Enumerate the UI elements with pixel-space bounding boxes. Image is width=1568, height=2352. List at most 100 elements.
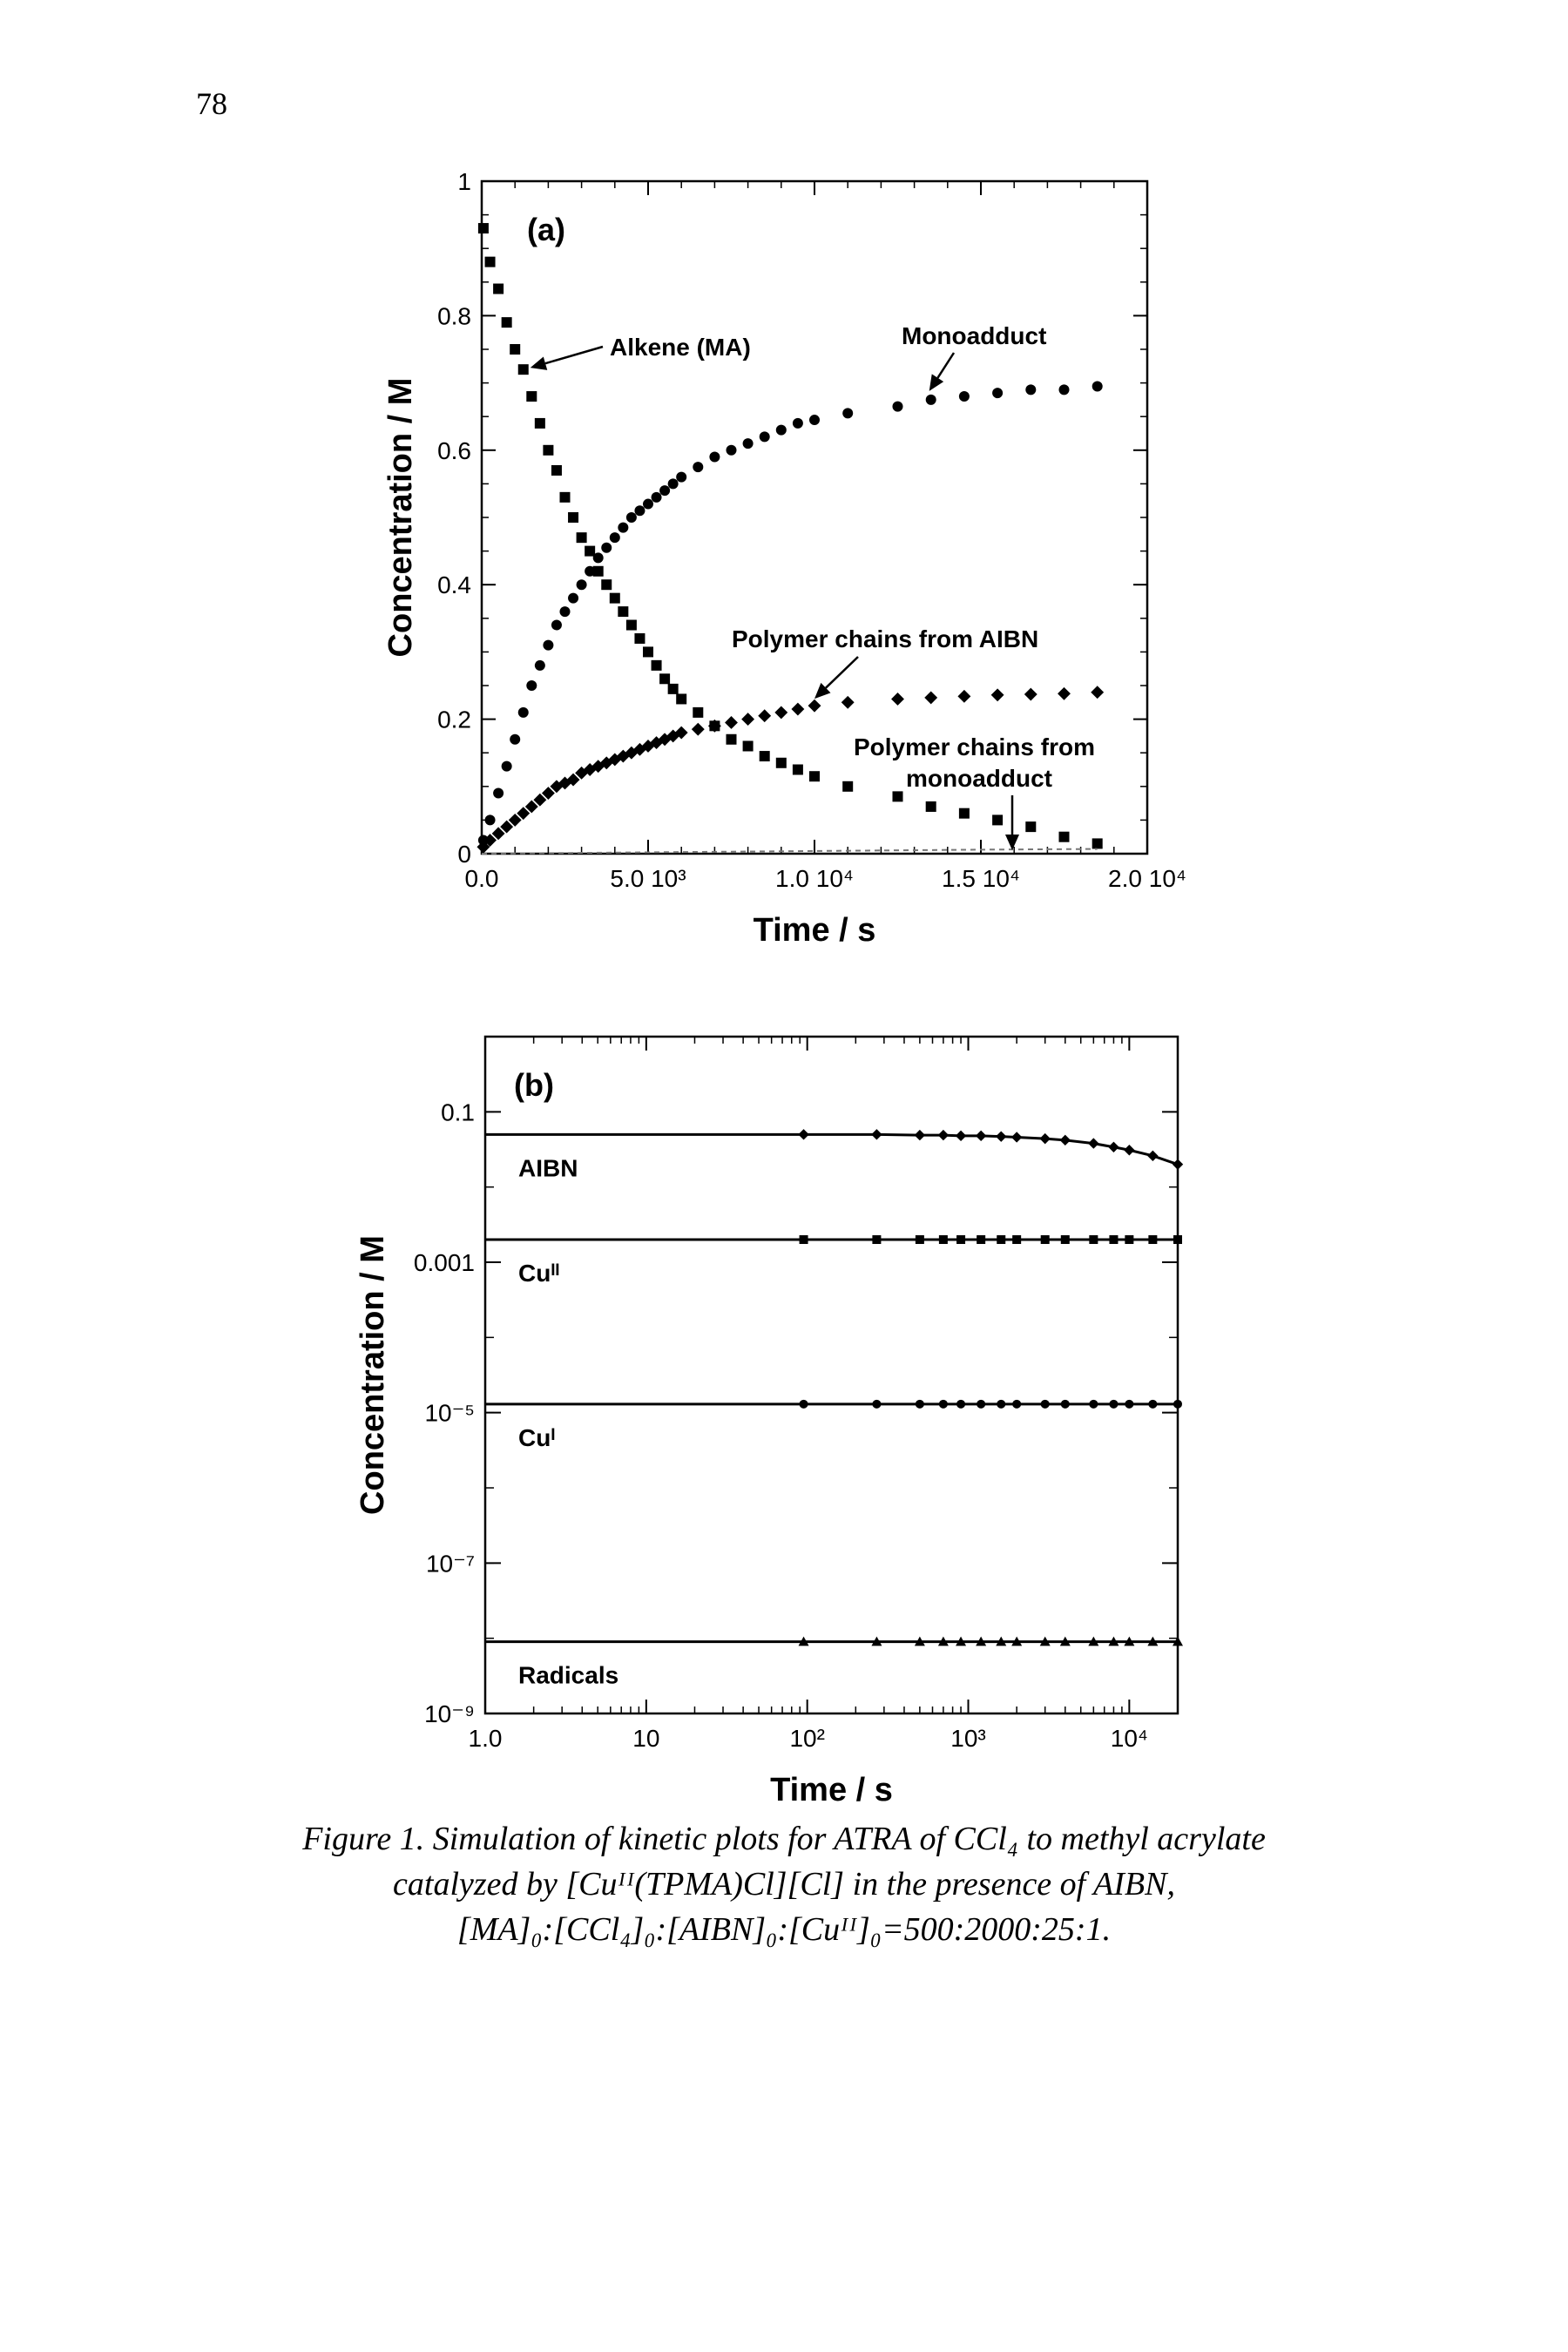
chart-a-point-circle — [576, 579, 587, 591]
chart-a-point-circle — [592, 552, 604, 564]
chart-b-point-diamond — [871, 1129, 882, 1140]
chart-b-point-circle — [997, 1399, 1006, 1409]
chart-a-arrow-alkene — [530, 345, 604, 370]
chart-a-point-circle — [659, 485, 671, 497]
chart-a-point-square — [651, 659, 662, 671]
chart-a-point-square — [1025, 821, 1037, 833]
chart-a-point-diamond — [758, 709, 772, 723]
chart-a-point-diamond — [550, 780, 564, 794]
chart-a-point-square — [958, 808, 970, 819]
chart-b-point-square — [1173, 1235, 1182, 1245]
caption-line-3: [MA]₀:[CCl₄]₀:[AIBN]₀:[Cuᴵᴵ]₀=500:2000:2… — [456, 1911, 1112, 1948]
chart-a-series-polymer-monoadduct-line — [481, 848, 1098, 855]
chart-a-point-square — [809, 771, 820, 782]
chart-a-annotation-polymer-mono-1: Polymer chains from — [854, 733, 1095, 760]
chart-b-series-label-triangle: Radicals — [518, 1662, 618, 1689]
chart-a-y-tick-label: 0.2 — [437, 706, 471, 733]
chart-b-point-triangle — [976, 1636, 987, 1646]
chart-b-point-triangle — [1088, 1636, 1099, 1646]
chart-b-point-circle — [1089, 1399, 1098, 1409]
chart-a-arrow-polymer-mono — [1005, 795, 1019, 850]
chart-b-point-square — [1089, 1235, 1098, 1245]
chart-a-point-diamond — [500, 820, 514, 834]
chart-a-point-diamond — [533, 793, 547, 807]
chart-a-point-square — [992, 814, 1004, 826]
chart-b-point-diamond — [1124, 1145, 1135, 1156]
chart-a-point-diamond — [957, 689, 971, 703]
chart-a-point-diamond — [508, 813, 522, 827]
chart-a-point-circle — [1025, 384, 1037, 395]
chart-b-point-square — [1040, 1235, 1050, 1245]
chart-a-point-circle — [709, 451, 720, 463]
chart-b-series-line-diamond — [485, 1132, 1179, 1166]
chart-b-point-triangle — [1124, 1636, 1135, 1646]
chart-a-arrow-alkene-head — [530, 356, 548, 370]
chart-b-point-triangle — [1059, 1636, 1071, 1646]
chart-a-point-diamond — [774, 706, 788, 720]
chart-a-point-diamond — [725, 716, 738, 729]
chart-b-point-square — [915, 1235, 924, 1245]
chart-a-point-circle — [809, 415, 820, 426]
chart-a-point-circle — [726, 444, 737, 456]
chart-a-point-square — [618, 606, 629, 618]
chart-b-point-circle — [977, 1399, 986, 1409]
chart-a-point-circle — [1092, 381, 1103, 392]
chart-a-point-diamond — [517, 807, 531, 821]
chart-a-point-circle — [526, 680, 537, 691]
chart-a-point-square — [667, 683, 679, 694]
chart-b-x-tick-label: 10⁴ — [1111, 1725, 1148, 1752]
chart-a-point-square — [510, 344, 521, 355]
chart-b-point-square — [799, 1235, 808, 1245]
chart-a-point-diamond — [691, 722, 705, 736]
chart-a-point-diamond — [566, 773, 580, 787]
chart-a-point-square — [1058, 831, 1070, 842]
chart-a-arrow-polymer-mono-head — [1005, 835, 1019, 850]
chart-b-y-tick-label: 0.1 — [441, 1098, 475, 1125]
chart-a-point-circle — [634, 505, 645, 517]
chart-a-point-circle — [792, 417, 803, 429]
chart-a-point-circle — [693, 462, 704, 473]
chart-b-point-triangle — [1039, 1636, 1051, 1646]
chart-a-arrow-polymer-aibn-shaft — [825, 656, 859, 689]
chart-b-point-circle — [1125, 1399, 1134, 1409]
chart-a-point-circle — [958, 391, 970, 402]
chart-b-x-tick-label: 1.0 — [469, 1725, 503, 1752]
chart-a-point-circle — [892, 401, 903, 412]
chart-a-point-square — [484, 256, 496, 267]
chart-a-point-circle — [667, 478, 679, 490]
chart-b-point-diamond — [975, 1130, 987, 1142]
chart-a-point-square — [693, 706, 704, 718]
chart-a-point-square — [477, 223, 489, 234]
chart-a-point-circle — [568, 592, 579, 604]
chart-a-point-circle — [775, 424, 787, 436]
chart-a-annotation-monoadduct: Monoadduct — [902, 322, 1046, 349]
chart-a-point-square — [676, 693, 687, 705]
chart-a-point-square — [726, 733, 737, 745]
chart-a-point-square — [643, 646, 653, 658]
chart-b-point-square — [956, 1235, 966, 1245]
chart-b-point-triangle — [1011, 1636, 1023, 1646]
chart-b-point-circle — [1012, 1399, 1022, 1409]
caption-line-1: Figure 1. Simulation of kinetic plots fo… — [302, 1821, 1266, 1857]
chart-b-point-triangle — [798, 1636, 809, 1646]
chart-a-point-circle — [618, 522, 629, 533]
chart-a-point-circle — [925, 394, 936, 405]
chart-b-point-circle — [799, 1399, 808, 1409]
chart-a-y-tick-label: 0.4 — [437, 571, 471, 598]
chart-a-point-circle — [551, 619, 562, 631]
chart-a-panel-label: (a) — [527, 212, 565, 247]
chart-b-point-square — [977, 1235, 986, 1245]
chart-a-point-circle — [676, 471, 687, 483]
chart-b-x-axis-title: Time / s — [770, 1772, 893, 1808]
chart-a-point-circle — [651, 491, 662, 503]
chart-b-point-circle — [1040, 1399, 1050, 1409]
chart-a-point-square — [742, 740, 754, 752]
chart-a-x-tick-label: 1.5 10⁴ — [942, 865, 1020, 892]
chart-a-x-tick-label: 0.0 — [465, 865, 499, 892]
caption-line-2: catalyzed by [Cuᴵᴵ(TPMA)Cl][Cl] in the p… — [393, 1866, 1175, 1903]
chart-b-point-square — [997, 1235, 1006, 1245]
chart-a-point-circle — [742, 438, 754, 449]
chart-b-point-triangle — [956, 1636, 967, 1646]
chart-a-point-circle — [585, 565, 596, 577]
